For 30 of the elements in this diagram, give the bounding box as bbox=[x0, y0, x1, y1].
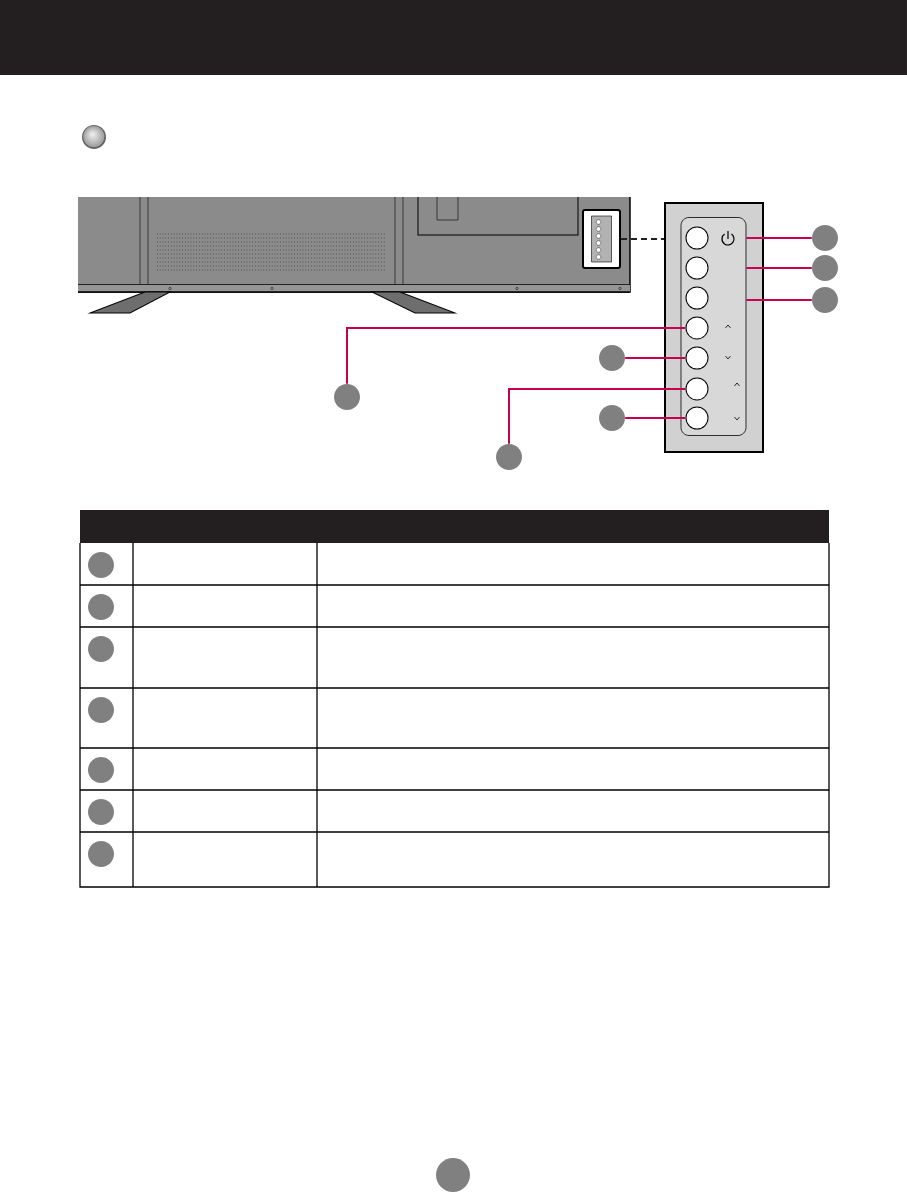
callout-circle bbox=[88, 841, 114, 867]
button bbox=[685, 377, 709, 401]
callout-circle bbox=[88, 636, 114, 662]
callout-circle bbox=[88, 799, 114, 825]
callout-circle bbox=[812, 287, 838, 313]
callout-circle bbox=[334, 384, 360, 410]
leader-line bbox=[624, 417, 687, 419]
button bbox=[685, 406, 709, 430]
leader-line bbox=[346, 327, 687, 385]
callout-circle bbox=[88, 594, 114, 620]
callout-circle bbox=[496, 444, 522, 470]
leader-line bbox=[745, 267, 813, 269]
leader-line bbox=[624, 357, 687, 359]
callout-circle bbox=[88, 757, 114, 783]
callout-circle bbox=[599, 405, 625, 431]
leader-line bbox=[745, 237, 813, 239]
callout-circle bbox=[812, 225, 838, 251]
dashed-connector bbox=[620, 238, 665, 240]
inset-box bbox=[582, 209, 621, 269]
button bbox=[685, 286, 709, 310]
callout-circle bbox=[88, 697, 114, 723]
leader-line bbox=[745, 299, 813, 301]
leader-line bbox=[508, 388, 687, 445]
button bbox=[685, 226, 709, 250]
callout-circle bbox=[812, 255, 838, 281]
callout-circle bbox=[88, 552, 114, 578]
button bbox=[685, 346, 709, 370]
button bbox=[685, 256, 709, 280]
callout-circle bbox=[599, 345, 625, 371]
button bbox=[685, 316, 709, 340]
